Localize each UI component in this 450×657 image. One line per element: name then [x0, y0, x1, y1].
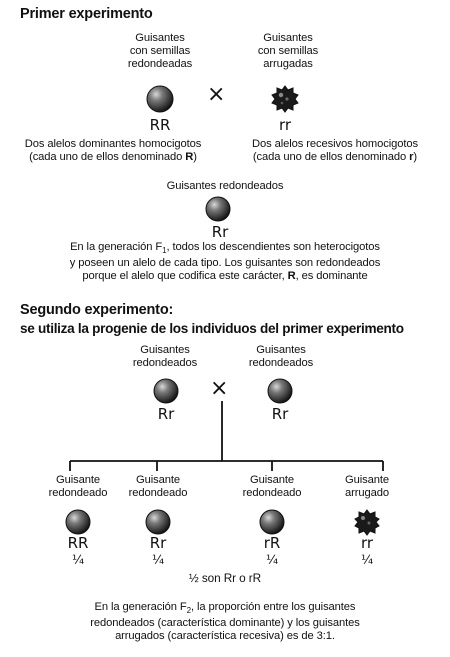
cross-icon: ×	[210, 376, 229, 401]
exp1-desc-right: Dos alelos recesivos homocigotos (cada u…	[252, 138, 418, 163]
round-pea-icon	[259, 509, 285, 535]
exp2-genotype-right: Rr	[271, 405, 289, 423]
round-pea-icon	[153, 378, 179, 404]
exp1-genotype-left: RR	[149, 116, 171, 134]
offspring-genotype: rR	[263, 534, 281, 552]
exp1-title: Primer experimento	[20, 6, 153, 22]
exp1-genotype-right: rr	[278, 116, 292, 134]
offspring-genotype: Rr	[149, 534, 167, 552]
wrinkled-pea-icon	[354, 509, 380, 536]
exp1-parent-left-label: Guisantes con semillas redondeadas	[127, 32, 193, 70]
round-pea-icon	[146, 85, 174, 113]
offspring-fraction: ¼	[360, 552, 374, 567]
round-pea-icon	[65, 509, 91, 535]
exp1-parent-right-label: Guisantes con semillas arrugadas	[257, 32, 319, 70]
round-pea-icon	[267, 378, 293, 404]
offspring-genotype: rr	[360, 534, 374, 552]
offspring-label: Guisante arrugado	[345, 474, 389, 499]
cross-icon: ×	[207, 82, 226, 107]
exp2-title-line2: se utiliza la progenie de los individuos…	[20, 321, 404, 336]
offspring-fraction: ¼	[71, 552, 85, 567]
round-pea-icon	[205, 196, 231, 222]
exp2-parent-left-label: Guisantes redondeados	[132, 344, 198, 369]
round-pea-icon	[145, 509, 171, 535]
exp1-offspring-genotype: Rr	[211, 223, 229, 241]
exp2-half-note: ½ son Rr o rR	[188, 571, 262, 585]
offspring-fraction: ¼	[265, 552, 279, 567]
exp2-conclusion: En la generación F2, la proporción entre…	[90, 601, 360, 643]
exp1-offspring-label: Guisantes redondeados	[166, 180, 284, 192]
exp2-title-line1: Segundo experimento:	[20, 302, 174, 318]
offspring-fraction: ¼	[151, 552, 165, 567]
offspring-label: Guisante redondeado	[242, 474, 302, 499]
offspring-genotype: RR	[67, 534, 89, 552]
exp1-conclusion: En la generación F1, todos los descendie…	[69, 241, 381, 283]
offspring-label: Guisante redondeado	[48, 474, 108, 499]
exp2-genotype-left: Rr	[157, 405, 175, 423]
wrinkled-pea-icon	[271, 85, 299, 113]
exp2-parent-right-label: Guisantes redondeados	[248, 344, 314, 369]
exp1-desc-left: Dos alelos dominantes homocigotos (cada …	[24, 138, 202, 163]
offspring-label: Guisante redondeado	[128, 474, 188, 499]
